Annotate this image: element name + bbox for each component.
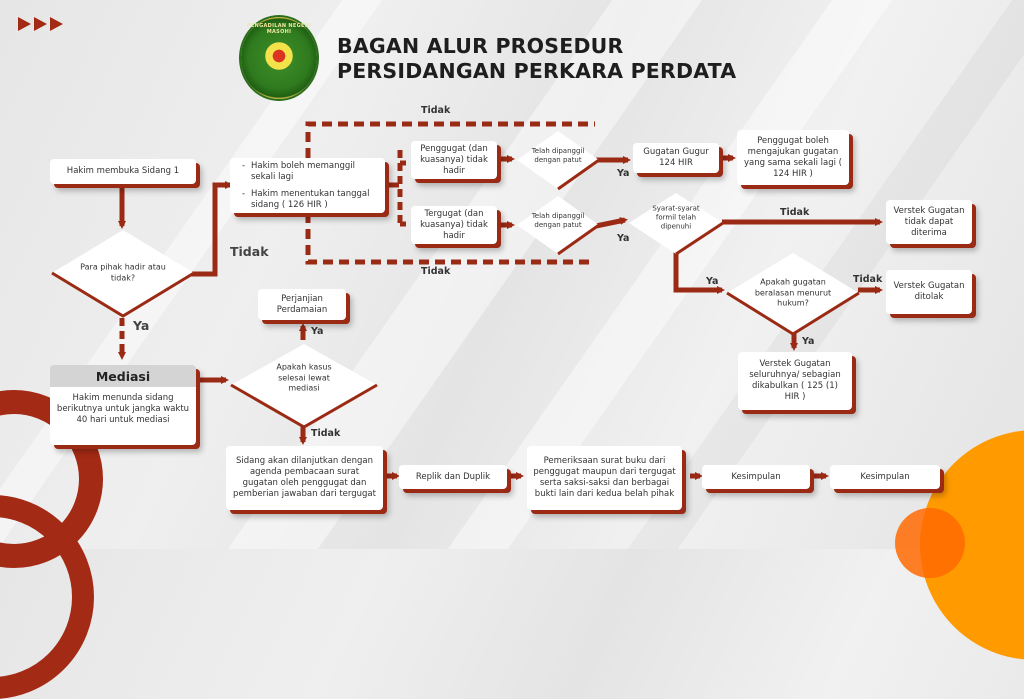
mediation-body: Hakim menunda sidang berikutnya untuk ja… bbox=[56, 393, 190, 425]
node-text: Gugatan Gugur 124 HIR bbox=[643, 147, 709, 168]
mediation-box: Mediasi Hakim menunda sidang berikutnya … bbox=[50, 365, 196, 445]
node-text: Apakah kasus selesai lewat mediasi bbox=[276, 362, 332, 393]
node-text: Verstek Gugatan ditolak bbox=[893, 281, 965, 302]
node-text: Tergugat (dan kuasanya) tidak hadir bbox=[420, 208, 488, 241]
edge-label-yes: Ya bbox=[133, 318, 150, 333]
node-text: Verstek Gugatan tidak dapat diterima bbox=[893, 205, 965, 238]
triple-arrow-icon bbox=[18, 17, 63, 31]
decision-legally-grounded: Apakah gugatan beralasan menurut hukum? bbox=[726, 252, 860, 336]
edge-label-no: Tidak bbox=[421, 105, 451, 116]
edge-label-yes: Ya bbox=[802, 336, 815, 347]
node-text: Hakim membuka Sidang 1 bbox=[66, 166, 180, 176]
title-line-1: BAGAN ALUR PROSEDUR bbox=[337, 34, 624, 58]
node-text: Kesimpulan bbox=[860, 471, 910, 482]
recall-item: Hakim boleh memanggil sekali lagi bbox=[240, 161, 375, 183]
node-text: Apakah gugatan beralasan menurut hukum? bbox=[754, 277, 832, 308]
page-title: BAGAN ALUR PROSEDUR PERSIDANGAN PERKARA … bbox=[337, 34, 736, 84]
verstek-not-accepted-box: Verstek Gugatan tidak dapat diterima bbox=[886, 200, 972, 244]
node-text: Sidang akan dilanjutkan dengan agenda pe… bbox=[233, 456, 376, 499]
edge-label-yes: Ya bbox=[706, 276, 719, 287]
title-line-2: PERSIDANGAN PERKARA PERDATA bbox=[337, 59, 737, 83]
recall-item: Hakim menentukan tanggal sidang ( 126 HI… bbox=[240, 189, 375, 211]
node-text: Penggugat boleh mengajukan gugatan yang … bbox=[744, 135, 842, 179]
edge-label-no: Tidak bbox=[780, 207, 810, 218]
verstek-rejected-box: Verstek Gugatan ditolak bbox=[886, 270, 972, 314]
flow-connectors bbox=[118, 121, 883, 480]
node-text: Pemeriksaan surat buku dari penggugat ma… bbox=[533, 456, 676, 499]
decision-mediation-resolved: Apakah kasus selesai lewat mediasi bbox=[230, 343, 378, 429]
recall-box: Hakim boleh memanggil sekali lagi Hakim … bbox=[230, 158, 385, 213]
decision-parties-present: Para pihak hadir atau tidak? bbox=[50, 228, 196, 318]
decision-formal-requirements: Syarat-syarat formil telah dipenuhi bbox=[628, 192, 724, 256]
decision-summoned-defendant: Telah dipanggil dengan patut bbox=[516, 195, 600, 256]
logo-text: PENGADILAN NEGERI MASOHI bbox=[246, 23, 312, 35]
refile-box: Penggugat boleh mengajukan gugatan yang … bbox=[737, 130, 849, 185]
logo-emblem-icon bbox=[261, 39, 297, 73]
edge-label-yes: Ya bbox=[617, 233, 630, 244]
decision-summoned-plaintiff: Telah dipanggil dengan patut bbox=[516, 130, 600, 191]
lawsuit-void-box: Gugatan Gugur 124 HIR bbox=[633, 143, 719, 173]
node-text: Telah dipanggil dengan patut bbox=[531, 147, 585, 165]
node-text: Perjanjian Perdamaian bbox=[276, 293, 328, 315]
conclusion-box-1: Kesimpulan bbox=[702, 465, 810, 489]
edge-label-no: Tidak bbox=[853, 274, 883, 285]
verstek-granted-box: Verstek Gugatan seluruhnya/ sebagian dik… bbox=[738, 352, 852, 410]
edge-label-yes: Ya bbox=[617, 168, 630, 179]
node-text: Kesimpulan bbox=[731, 471, 781, 482]
mediation-title: Mediasi bbox=[50, 365, 196, 387]
plaintiff-absent-box: Penggugat (dan kuasanya) tidak hadir bbox=[411, 141, 497, 179]
defendant-absent-box: Tergugat (dan kuasanya) tidak hadir bbox=[411, 206, 497, 244]
court-logo: PENGADILAN NEGERI MASOHI bbox=[241, 17, 317, 99]
node-text: Replik dan Duplik bbox=[415, 471, 491, 482]
replik-duplik-box: Replik dan Duplik bbox=[399, 465, 507, 489]
node-text: Para pihak hadir atau tidak? bbox=[80, 262, 166, 283]
node-text: Penggugat (dan kuasanya) tidak hadir bbox=[420, 143, 488, 176]
edge-label-no: Tidak bbox=[421, 266, 451, 277]
edge-label-no: Tidak bbox=[230, 244, 269, 259]
edge-label-no: Tidak bbox=[311, 428, 341, 439]
conclusion-box-2: Kesimpulan bbox=[830, 465, 940, 489]
node-text: Syarat-syarat formil telah dipenuhi bbox=[652, 204, 700, 231]
settlement-box: Perjanjian Perdamaian bbox=[258, 289, 346, 320]
start-hearing-box: Hakim membuka Sidang 1 bbox=[50, 159, 196, 184]
node-text: Telah dipanggil dengan patut bbox=[531, 212, 585, 230]
continue-hearing-box: Sidang akan dilanjutkan dengan agenda pe… bbox=[226, 446, 383, 510]
evidence-examination-box: Pemeriksaan surat buku dari penggugat ma… bbox=[527, 446, 682, 510]
edge-label-yes: Ya bbox=[311, 326, 324, 337]
node-text: Verstek Gugatan seluruhnya/ sebagian dik… bbox=[749, 359, 841, 402]
